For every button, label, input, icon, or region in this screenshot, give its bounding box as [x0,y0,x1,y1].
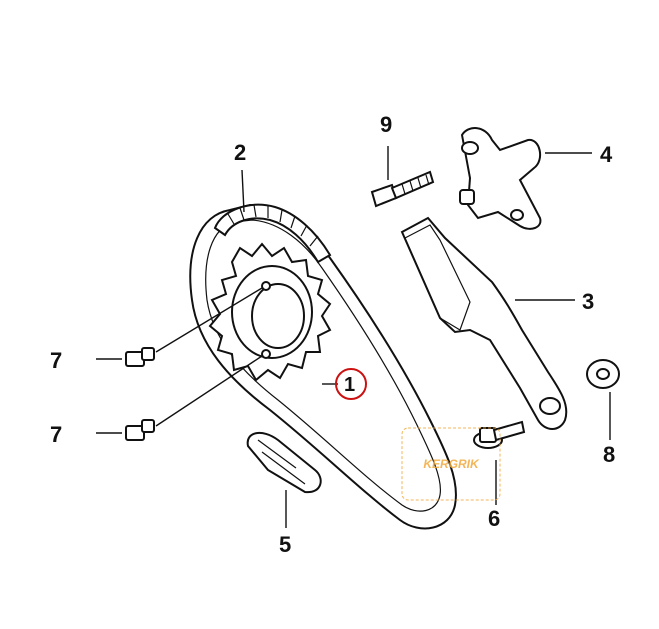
label-part-2: 2 [234,140,246,165]
cam-sprocket [208,242,332,382]
watermark-logo: KERGRIK [401,427,501,501]
label-part-7-upper: 7 [50,348,62,373]
bolt-9 [370,170,435,208]
tensioner-arm [400,216,568,430]
label-part-9: 9 [380,112,392,137]
label-part-3: 3 [582,289,594,314]
washer-8 [586,359,620,389]
bolt-7-upper [125,347,155,367]
label-part-1: 1 [344,374,355,396]
label-part-6: 6 [488,506,500,531]
label-part-4: 4 [600,142,613,167]
label-part-7-lower: 7 [50,422,62,447]
bolt-7-lower [125,419,155,441]
label-part-8: 8 [603,442,615,467]
label-part-5: 5 [279,532,291,557]
bolt-6 [473,420,526,449]
chain-links [213,203,332,264]
highlight-circle [335,368,367,400]
leader-lines [96,146,611,528]
svg-text:KERGRIK: KERGRIK [423,457,480,471]
tensioner-lifter [459,127,542,230]
chain-guide [246,431,322,494]
